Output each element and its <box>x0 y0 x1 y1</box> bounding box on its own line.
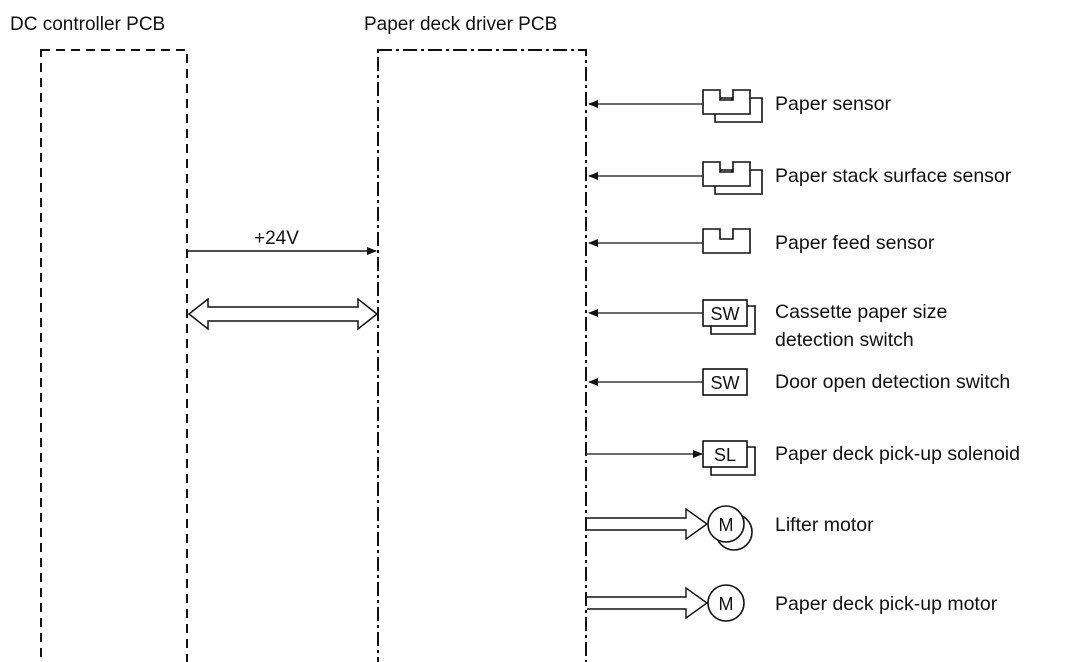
switch-icon <box>702 368 748 396</box>
component-label: Paper deck pick-up motor <box>775 593 998 615</box>
component-label: Paper feed sensor <box>775 232 935 254</box>
component-6: SL Paper deck pick-up solenoid <box>587 440 1020 476</box>
component-1: Paper sensor <box>588 89 891 123</box>
component-5: SW Door open detection switch <box>588 368 1010 396</box>
component-label: Paper deck pick-up solenoid <box>775 443 1020 465</box>
component-7: M Lifter motor <box>587 505 874 551</box>
paper-deck-driver-board <box>377 49 587 662</box>
component-label: Paper stack surface sensor <box>775 165 1012 187</box>
paper-deck-driver-title: Paper deck driver PCB <box>364 14 557 35</box>
dc-controller-title: DC controller PCB <box>10 14 165 35</box>
component-label: Lifter motor <box>775 514 874 536</box>
symbol-text: M <box>719 594 734 614</box>
bus-arrow <box>187 297 379 331</box>
component-4: SW Cassette paper size detection switch <box>588 299 947 351</box>
component-3: Paper feed sensor <box>588 228 935 254</box>
symbol-text: M <box>719 515 734 535</box>
component-label: Door open detection switch <box>775 371 1010 393</box>
box-back-outline <box>710 305 756 335</box>
power-label: +24V <box>254 228 299 249</box>
symbol-text: SL <box>714 445 736 465</box>
solenoid-icon <box>702 440 748 468</box>
box-back-outline <box>710 446 756 476</box>
component-label: detection switch <box>775 329 914 351</box>
symbol-text: SW <box>711 304 740 324</box>
photo-sensor-icon <box>702 228 751 254</box>
symbol-text: SW <box>711 373 740 393</box>
component-2: Paper stack surface sensor <box>588 161 1012 195</box>
component-label: Paper sensor <box>775 93 891 115</box>
dc-controller-board <box>40 49 188 662</box>
bus-arrow-out <box>587 586 709 620</box>
photo-sensor-icon <box>702 161 751 187</box>
component-8: M Paper deck pick-up motor <box>587 584 998 622</box>
photo-sensor-icon <box>702 89 751 115</box>
bus-arrow-out <box>587 507 709 541</box>
component-label: Cassette paper size <box>775 301 947 323</box>
